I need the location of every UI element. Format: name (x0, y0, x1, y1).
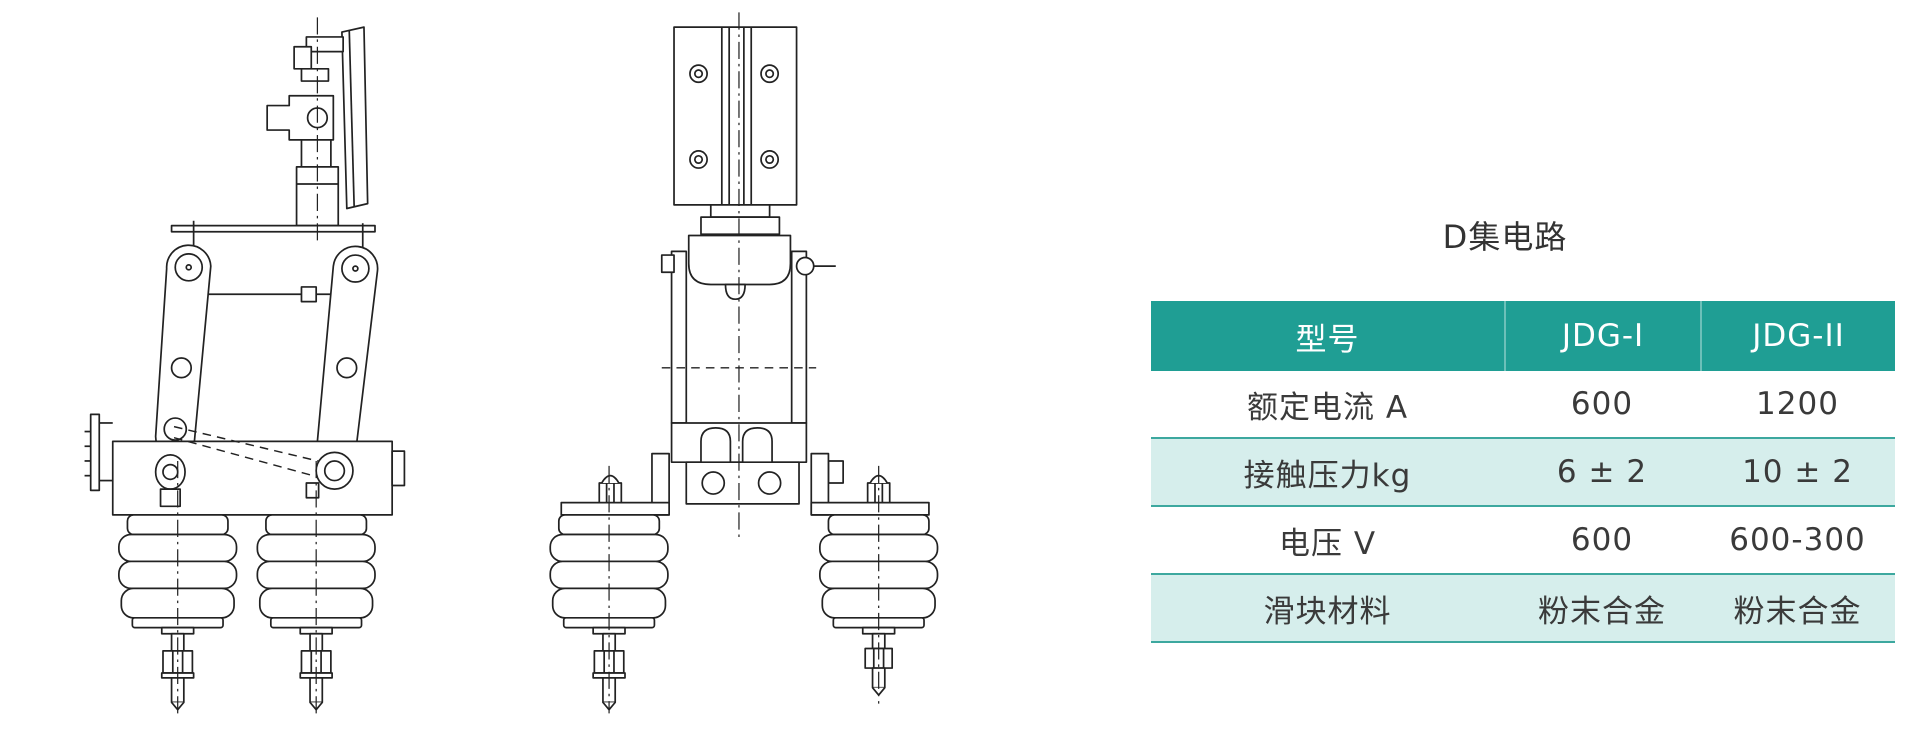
collector-shoe-block (673, 26, 798, 206)
link-pin-center (352, 265, 359, 272)
stud-bolt-front-left (592, 626, 626, 711)
yoke-hole-right (757, 471, 782, 495)
row-label: 电压 V (1278, 525, 1377, 562)
clamp-body (293, 45, 313, 70)
clamp-foot (300, 67, 330, 82)
left-link-arm (154, 244, 212, 457)
bracket-foot (560, 501, 670, 516)
yoke-arch-right (741, 427, 773, 463)
bracket-nut-left (598, 474, 623, 504)
neck-bracket (700, 216, 781, 236)
frame-plate-left (670, 250, 688, 424)
upper-frame (660, 234, 836, 424)
conductor-rail (341, 26, 369, 210)
shoe-screw-head (765, 154, 775, 165)
side-bracket (84, 413, 113, 492)
insulator-left (118, 514, 238, 629)
right-link-arm (316, 245, 379, 464)
bracket-foot (810, 501, 930, 516)
eyelet-clevis (159, 488, 182, 508)
row-label: 额定电流 A (1246, 389, 1409, 426)
nut-body (598, 482, 623, 504)
shoe-screw-head (693, 154, 704, 165)
left-eyelet (154, 453, 186, 508)
table-row: 接触压力kg 6 ± 2 10 ± 2 (1151, 439, 1895, 507)
spring-cup-bolt (724, 283, 746, 301)
frame-ear-left (660, 254, 675, 274)
rail-channel (341, 26, 369, 210)
link-pin-middle (336, 357, 358, 379)
row-value: 600 (1570, 386, 1634, 422)
header-cell-jdg-2: JDG-II (1700, 301, 1895, 371)
hidden-link-edge (173, 425, 339, 467)
row-value: 6 ± 2 (1556, 454, 1648, 490)
shoe-screw-head (765, 69, 775, 79)
clamp-jaw (305, 36, 344, 53)
eyelet-hole (323, 460, 346, 482)
insulator-right (256, 514, 376, 629)
yoke-arch-left (700, 427, 732, 463)
table-header-row: 型号 JDG-I JDG-II (1151, 301, 1895, 371)
shoe-block-body (673, 26, 798, 206)
link-pin-center (185, 264, 193, 271)
link-pin-middle (170, 357, 193, 379)
row-value: 10 ± 2 (1742, 454, 1853, 490)
shoe-screw-head (693, 69, 704, 79)
base-end-nut (391, 450, 406, 487)
row-value: 600 (1570, 522, 1634, 558)
row-value: 粉末合金 (1538, 593, 1666, 630)
table-title: D集电路 (1442, 218, 1568, 256)
rail-clamp (293, 36, 344, 82)
crossbar-plate (170, 224, 376, 233)
table-row: 额定电流 A 600 1200 (1151, 371, 1895, 439)
tie-rod-bolt (300, 286, 318, 303)
yoke-hole-left (701, 471, 726, 495)
table-row: 滑块材料 粉末合金 粉末合金 (1151, 575, 1895, 643)
rail-flange-line (348, 30, 356, 208)
frame-pivot-right (795, 256, 815, 276)
frame-plate-right (790, 250, 808, 424)
shoe-neck (700, 203, 781, 236)
row-value: 1200 (1756, 386, 1839, 422)
collector-head (266, 94, 340, 227)
head-neck (300, 139, 332, 168)
table-row: 电压 V 600 600-300 (1151, 507, 1895, 575)
eyelet-hole (162, 463, 179, 481)
row-value: 粉末合金 (1733, 593, 1862, 630)
top-crossbar (170, 220, 376, 253)
left-assembly-drawing (84, 17, 406, 714)
yoke-side-nut (827, 460, 844, 484)
spec-table: 型号 JDG-I JDG-II 额定电流 A 600 1200 接触压力kg 6… (1151, 301, 1895, 643)
hidden-link-edge (173, 436, 332, 482)
side-bracket-plate (89, 413, 101, 492)
row-label: 滑块材料 (1263, 593, 1392, 630)
neck-collar (709, 203, 771, 218)
nut-dome (600, 474, 620, 484)
front-assembly-drawing (549, 12, 939, 714)
collector-drawings (84, 12, 939, 714)
header-cell-model: 型号 (1295, 321, 1360, 358)
row-label: 接触压力kg (1243, 457, 1412, 494)
row-value: 600-300 (1729, 522, 1866, 558)
link-pin-bottom (163, 417, 188, 441)
header-cell-jdg-1: JDG-I (1504, 301, 1700, 371)
